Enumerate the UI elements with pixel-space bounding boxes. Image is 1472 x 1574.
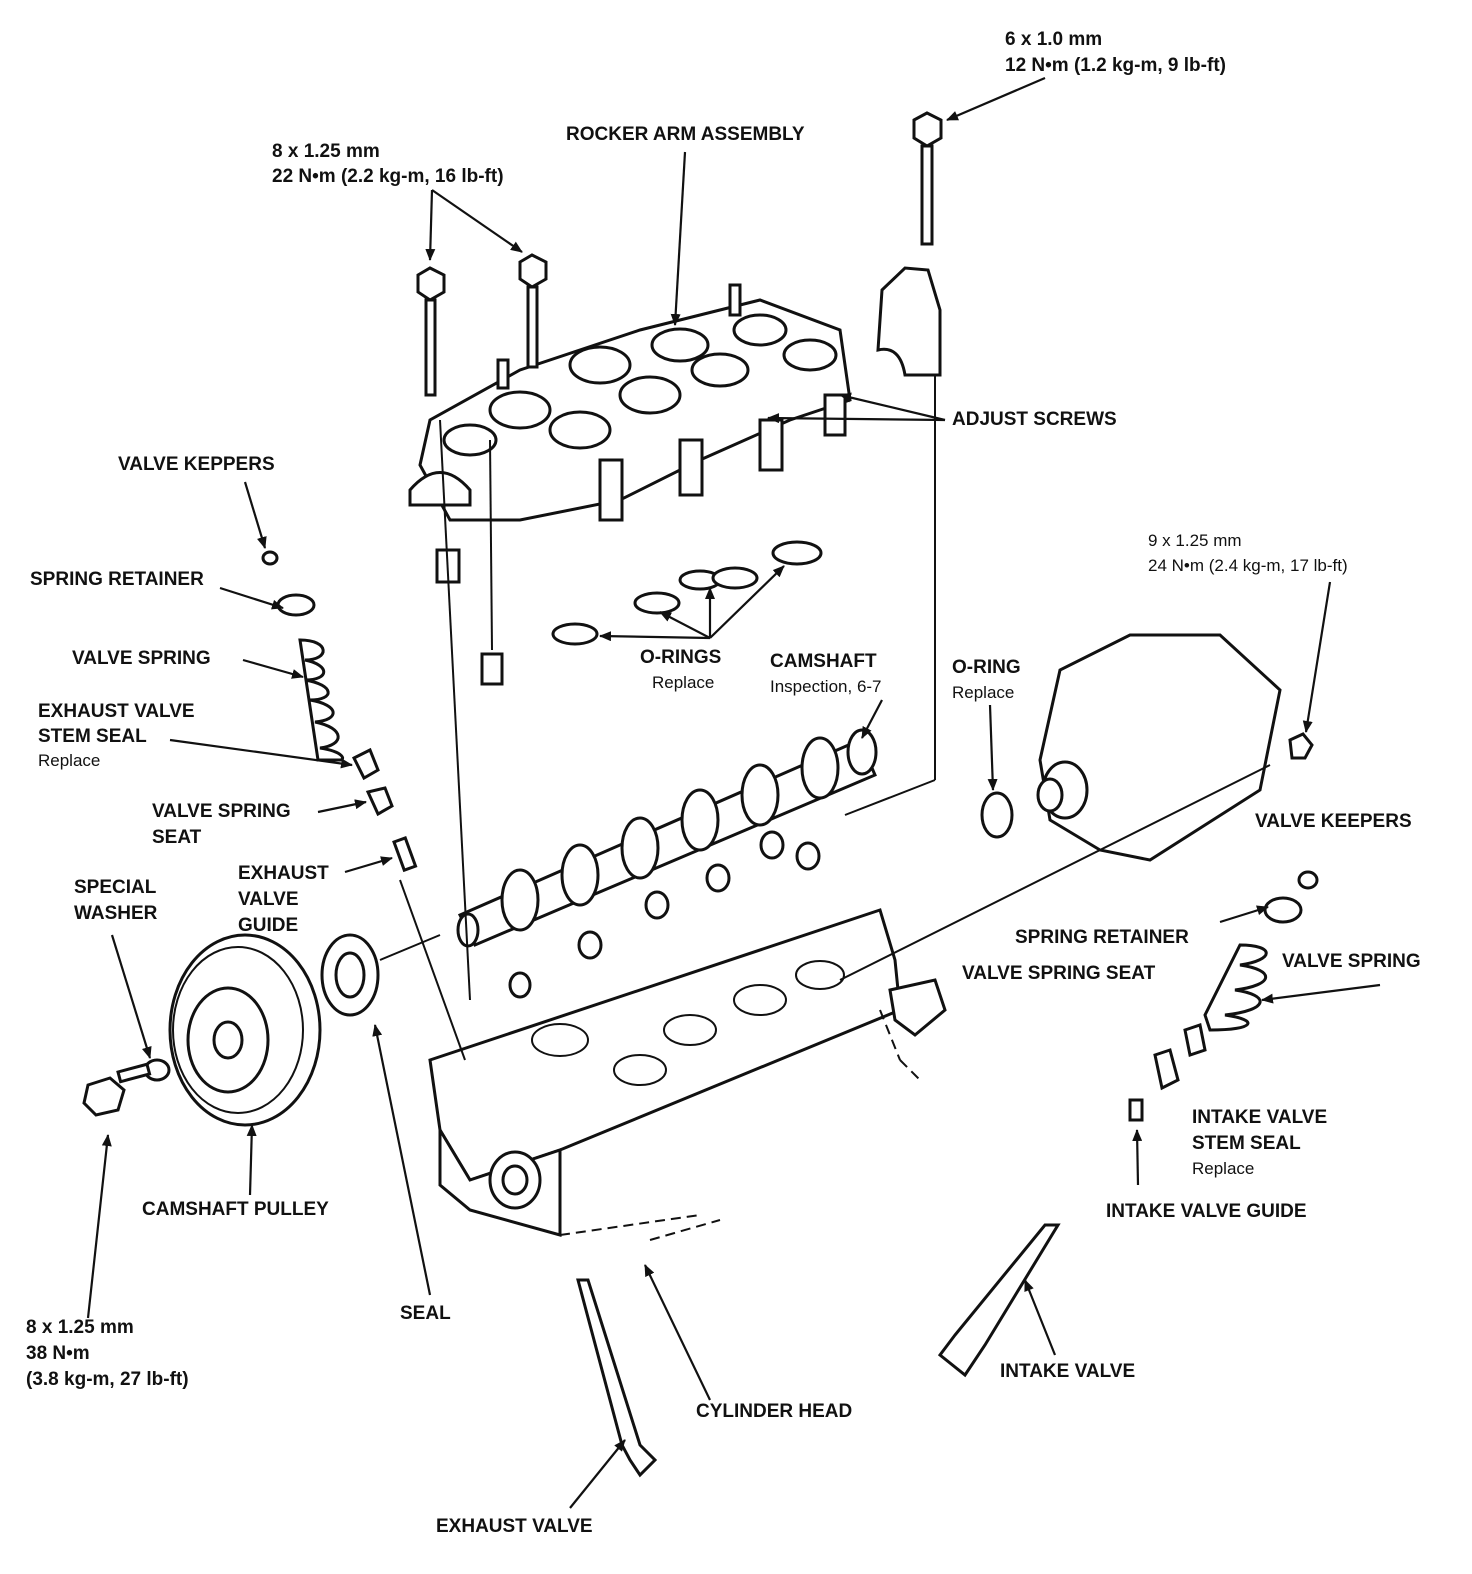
rocker-bolts-art (416, 253, 548, 686)
top-bolt-torque-label: 12 N•m (1.2 kg-m, 9 lb-ft) (1005, 55, 1226, 76)
o-rings-art (551, 540, 823, 646)
cylinder-head-label: CYLINDER HEAD (696, 1401, 853, 1422)
exhaust-valve-guide-label-3: GUIDE (238, 915, 299, 936)
intake-valve-guide-label: INTAKE VALVE GUIDE (1106, 1201, 1307, 1222)
rocker-arm-assembly-art (408, 283, 852, 522)
o-rings-label: O-RINGS (640, 647, 722, 668)
intake-valve-train-art (937, 870, 1319, 1378)
adjust-screws-label: ADJUST SCREWS (952, 409, 1117, 430)
valve-spring-seat-right-label: VALVE SPRING SEAT (962, 963, 1156, 984)
camshaft-label: CAMSHAFT (770, 651, 877, 672)
spring-retainer-left-label: SPRING RETAINER (30, 569, 204, 590)
exhaust-valve-stem-seal-label-2: STEM SEAL (38, 726, 147, 747)
camshaft-art (456, 728, 878, 948)
top-bolt-size-label: 6 x 1.0 mm (1005, 29, 1103, 50)
intake-valve-stem-seal-note: Replace (1192, 1159, 1255, 1178)
valve-keepers-right-label: VALVE KEEPERS (1255, 811, 1412, 832)
rocker-arm-assembly-label: ROCKER ARM ASSEMBLY (566, 124, 805, 145)
valve-spring-left-label: VALVE SPRING (72, 648, 211, 669)
rocker-bolt-torque-label: 22 N•m (2.2 kg-m, 16 lb-ft) (272, 166, 504, 187)
distributor-housing-art (980, 633, 1314, 862)
o-ring-label: O-RING (952, 657, 1021, 678)
exhaust-valve-stem-seal-label-1: EXHAUST VALVE (38, 701, 195, 722)
valve-keepers-left-label: VALVE KEPPERS (118, 454, 275, 475)
rocker-bolt-size-label: 8 x 1.25 mm (272, 141, 380, 162)
o-rings-note: Replace (652, 673, 715, 692)
pulley-bolt-size-label: 8 x 1.25 mm (26, 1317, 134, 1338)
seal-art (320, 933, 380, 1017)
special-washer-label-2: WASHER (74, 903, 158, 924)
camshaft-pulley-label: CAMSHAFT PULLEY (142, 1199, 329, 1220)
top-bolt-and-cap-art (876, 111, 943, 377)
spring-retainer-right-label: SPRING RETAINER (1015, 927, 1189, 948)
valve-spring-seat-left-label-1: VALVE SPRING (152, 801, 291, 822)
valve-spring-right-label: VALVE SPRING (1282, 951, 1421, 972)
assembly-guide-lines (379, 375, 1271, 1061)
cylinder-head-art (428, 830, 947, 1241)
valve-spring-seat-left-label-2: SEAT (152, 827, 202, 848)
leader-lines (86, 76, 1381, 1509)
exhaust-valve-guide-label-2: VALVE (238, 889, 299, 910)
exhaust-valve-train-art (261, 550, 658, 1478)
o-ring-note: Replace (952, 683, 1015, 702)
seal-label: SEAL (400, 1303, 451, 1324)
intake-valve-stem-seal-label-1: INTAKE VALVE (1192, 1107, 1328, 1128)
special-washer-label-1: SPECIAL (74, 877, 157, 898)
exhaust-valve-label: EXHAUST VALVE (436, 1516, 593, 1537)
pulley-bolt-torque-label-2: (3.8 kg-m, 27 lb-ft) (26, 1369, 189, 1390)
intake-valve-stem-seal-label-2: STEM SEAL (1192, 1133, 1301, 1154)
camshaft-pulley-art (82, 933, 322, 1127)
pulley-bolt-torque-label-1: 38 N•m (26, 1343, 90, 1364)
exhaust-valve-guide-label-1: EXHAUST (238, 863, 329, 884)
distributor-bolt-size-label: 9 x 1.25 mm (1148, 531, 1242, 550)
intake-valve-label: INTAKE VALVE (1000, 1361, 1136, 1382)
exhaust-valve-stem-seal-note: Replace (38, 751, 101, 770)
camshaft-note: Inspection, 6-7 (770, 677, 882, 696)
distributor-bolt-torque-label: 24 N•m (2.4 kg-m, 17 lb-ft) (1148, 556, 1348, 575)
